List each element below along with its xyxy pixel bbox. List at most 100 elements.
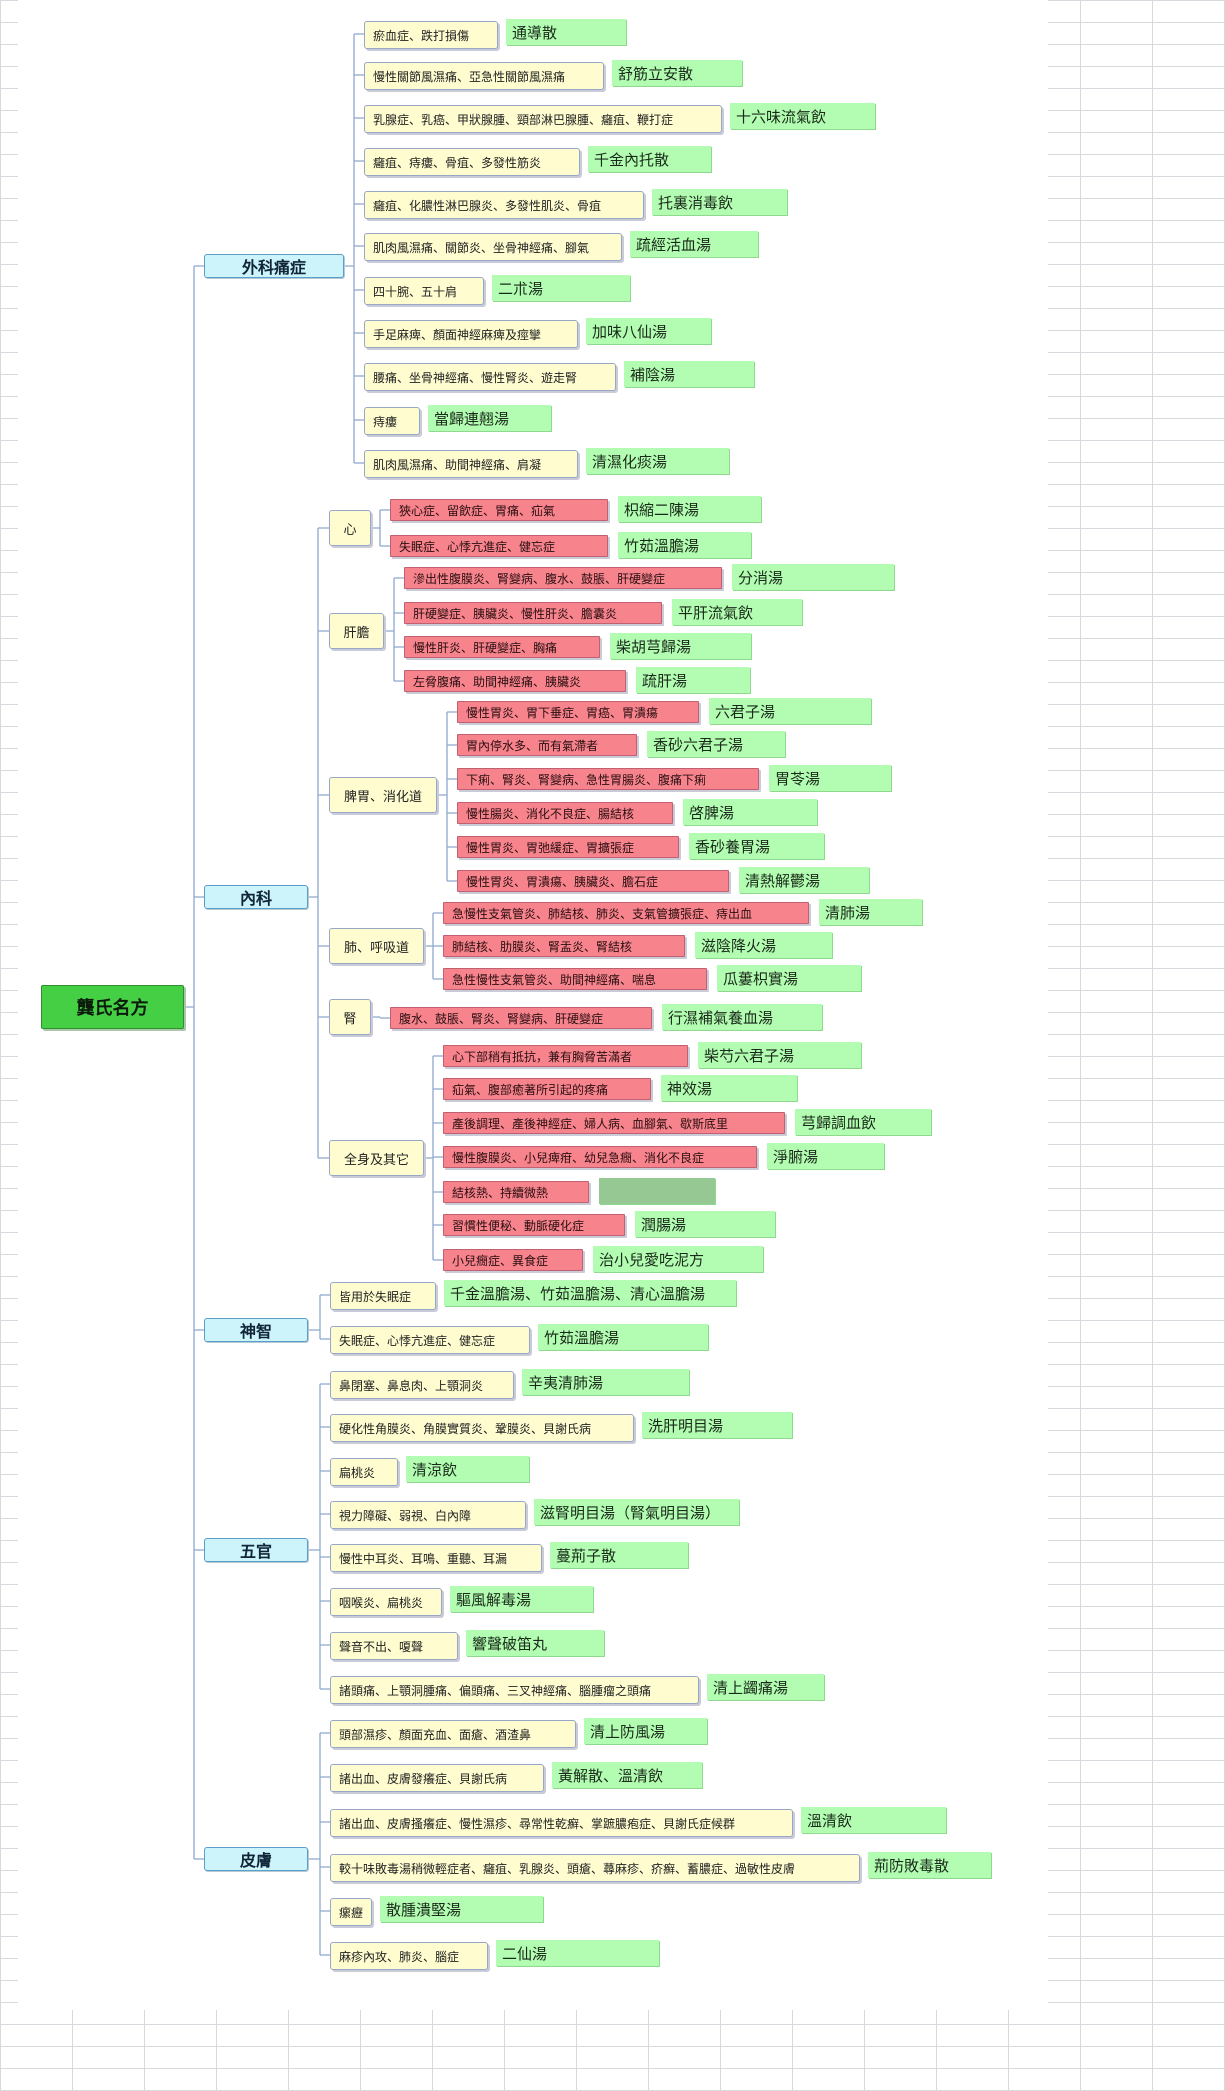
formula-box[interactable]: 瓜蔞枳實湯 [717,965,861,991]
symptom-box[interactable]: 慢性中耳炎、耳鳴、重聽、耳漏 [330,1544,542,1572]
organ-group-4[interactable]: 肺、呼吸道 [329,928,424,964]
symptom-box[interactable]: 肌肉風濕痛、助間神經痛、肩凝 [364,450,578,478]
symptom-box[interactable]: 產後調理、產後神經症、婦人病、血腳氣、歇斯底里 [443,1112,785,1134]
formula-box[interactable]: 千金內托散 [588,146,711,172]
formula-box[interactable]: 清上防風湯 [584,1718,707,1744]
formula-box[interactable]: 行濕補氣養血湯 [662,1004,822,1030]
formula-box[interactable]: 竹茹溫膽湯 [618,532,751,558]
symptom-box[interactable]: 疝氣、腹部癒著所引起的疼痛 [443,1078,651,1100]
formula-box[interactable]: 舒筋立安散 [612,60,742,86]
organ-group-3[interactable]: 脾胃、消化道 [329,777,437,813]
formula-box[interactable]: 加味八仙湯 [586,318,711,344]
symptom-box[interactable]: 諸出血、皮膚搔癢症、慢性濕疹、尋常性乾癬、掌蹠膿疱症、貝謝氏症候群 [330,1809,793,1837]
formula-box[interactable]: 托裏消毒飲 [652,189,787,215]
formula-box[interactable]: 啓脾湯 [683,799,817,825]
formula-box[interactable]: 枳縮二陳湯 [618,496,761,522]
formula-box[interactable]: 散腫潰堅湯 [380,1896,543,1922]
symptom-box[interactable]: 下痢、腎炎、腎變病、急性胃腸炎、腹痛下痢 [457,768,759,790]
formula-box[interactable]: 清熱解鬱湯 [739,867,869,893]
formula-box[interactable]: 黃解散、溫清飲 [552,1762,702,1788]
symptom-box[interactable]: 慢性肝炎、肝硬變症、胸痛 [404,636,600,658]
formula-box[interactable]: 淨腑湯 [767,1143,884,1169]
formula-box[interactable]: 芎歸調血飲 [795,1109,931,1135]
formula-box[interactable]: 竹茹溫膽湯 [538,1324,708,1350]
category-5[interactable]: 皮膚 [204,1847,308,1871]
symptom-box[interactable]: 痔瘻 [364,407,420,435]
formula-box[interactable]: 胃苓湯 [769,765,891,791]
symptom-box[interactable]: 肺結核、肋膜炎、腎盂炎、腎結核 [443,935,685,957]
organ-group-5[interactable]: 腎 [329,999,371,1035]
symptom-box[interactable]: 失眠症、心悸亢進症、健忘症 [330,1326,530,1354]
symptom-box[interactable]: 急性慢性支氣管炎、助間神經痛、喘息 [443,968,707,990]
formula-box[interactable]: 清濕化痰湯 [586,448,729,474]
symptom-box[interactable]: 慢性胃炎、胃下垂症、胃癌、胃潰瘍 [457,701,699,723]
symptom-box[interactable]: 慢性關節風濕痛、亞急性關節風濕痛 [364,62,604,90]
symptom-box[interactable]: 癰疽、痔瘻、骨疽、多發性筋炎 [364,148,580,176]
symptom-box[interactable]: 左脅腹痛、助間神經痛、胰臟炎 [404,670,626,692]
formula-box[interactable]: 潤腸湯 [635,1211,775,1237]
formula-box[interactable]: 神效湯 [661,1075,797,1101]
symptom-box[interactable]: 皆用於失眠症 [330,1282,436,1310]
formula-box[interactable] [599,1178,715,1204]
formula-box[interactable]: 十六味流氣飲 [730,103,875,129]
symptom-box[interactable]: 聲音不出、嗄聲 [330,1632,458,1660]
symptom-box[interactable]: 急慢性支氣管炎、肺結核、肺炎、支氣管擴張症、痔出血 [443,902,809,924]
symptom-box[interactable]: 慢性胃炎、胃潰瘍、胰臟炎、膽石症 [457,870,729,892]
category-3[interactable]: 神智 [204,1318,308,1342]
symptom-box[interactable]: 慢性腹膜炎、小兒痺疳、幼兒急癇、消化不良症 [443,1146,757,1168]
symptom-box[interactable]: 乳腺症、乳癌、甲狀腺腫、頸部淋巴腺腫、癰疽、鞭打症 [364,105,722,133]
category-1[interactable]: 外科痛症 [204,254,344,278]
formula-box[interactable]: 滋陰降火湯 [695,932,832,958]
formula-box[interactable]: 清肺湯 [819,899,922,925]
formula-box[interactable]: 香砂養胃湯 [689,833,824,859]
symptom-box[interactable]: 慢性腸炎、消化不良症、腸結核 [457,802,673,824]
organ-group-6[interactable]: 全身及其它 [329,1140,424,1176]
formula-box[interactable]: 千金溫膽湯、竹茹溫膽湯、清心溫膽湯 [444,1280,736,1306]
formula-box[interactable]: 柴胡芎歸湯 [610,633,751,659]
formula-box[interactable]: 疏經活血湯 [630,231,758,257]
symptom-box[interactable]: 麻疹內攻、肺炎、腦症 [330,1942,488,1970]
symptom-box[interactable]: 扁桃炎 [330,1458,398,1486]
symptom-box[interactable]: 瘰癧 [330,1898,372,1926]
formula-box[interactable]: 辛夷清肺湯 [522,1369,689,1395]
formula-box[interactable]: 柴芍六君子湯 [698,1042,861,1068]
formula-box[interactable]: 香砂六君子湯 [647,731,785,757]
formula-box[interactable]: 治小兒愛吃泥方 [593,1246,763,1272]
formula-box[interactable]: 清涼飲 [406,1456,529,1482]
formula-box[interactable]: 蔓荊子散 [550,1542,688,1568]
symptom-box[interactable]: 小兒癇症、異食症 [443,1249,583,1271]
formula-box[interactable]: 通導散 [506,19,626,45]
formula-box[interactable]: 當歸連翹湯 [428,405,551,431]
symptom-box[interactable]: 鼻閉塞、鼻息肉、上顎洞炎 [330,1371,514,1399]
organ-group-1[interactable]: 心 [329,510,371,546]
symptom-box[interactable]: 咽喉炎、扁桃炎 [330,1588,442,1616]
formula-box[interactable]: 二朮湯 [492,275,630,301]
symptom-box[interactable]: 狹心症、留飲症、胃痛、疝氣 [390,499,608,521]
symptom-box[interactable]: 失眠症、心悸亢進症、健忘症 [390,535,608,557]
formula-box[interactable]: 疏肝湯 [636,667,750,693]
category-4[interactable]: 五官 [204,1538,308,1562]
symptom-box[interactable]: 心下部稍有抵抗，兼有胸脅苦滿者 [443,1045,688,1067]
formula-box[interactable]: 荊防敗毒散 [868,1852,991,1878]
symptom-box[interactable]: 習慣性便秘、動脈硬化症 [443,1214,625,1236]
organ-group-2[interactable]: 肝膽 [329,613,384,649]
formula-box[interactable]: 滋腎明目湯（腎氣明目湯） [534,1499,739,1525]
symptom-box[interactable]: 肌肉風濕痛、關節炎、坐骨神經痛、腳氣 [364,233,622,261]
symptom-box[interactable]: 癰疽、化膿性淋巴腺炎、多發性肌炎、骨疽 [364,191,644,219]
formula-box[interactable]: 響聲破笛丸 [466,1630,604,1656]
symptom-box[interactable]: 腹水、鼓脹、腎炎、腎變病、肝硬變症 [390,1007,652,1029]
symptom-box[interactable]: 硬化性角膜炎、角膜實質炎、鞏膜炎、貝謝氏病 [330,1414,634,1442]
symptom-box[interactable]: 諸頭痛、上顎洞腫痛、偏頭痛、三叉神經痛、腦腫瘤之頭痛 [330,1676,699,1704]
symptom-box[interactable]: 胃內停水多、而有氣滯者 [457,734,637,756]
symptom-box[interactable]: 頭部濕疹、顏面充血、面瘡、酒渣鼻 [330,1720,576,1748]
symptom-box[interactable]: 腰痛、坐骨神經痛、慢性腎炎、遊走腎 [364,363,616,391]
formula-box[interactable]: 補陰湯 [624,361,754,387]
formula-box[interactable]: 驅風解毒湯 [450,1586,593,1612]
category-2[interactable]: 內科 [204,885,308,909]
formula-box[interactable]: 清上蠲痛湯 [707,1674,824,1700]
root-node[interactable]: 龔氏名方 [41,985,184,1029]
formula-box[interactable]: 溫清飲 [801,1807,946,1833]
formula-box[interactable]: 洗肝明目湯 [642,1412,792,1438]
symptom-box[interactable]: 四十腕、五十肩 [364,277,484,305]
symptom-box[interactable]: 慢性胃炎、胃弛緩症、胃擴張症 [457,836,679,858]
